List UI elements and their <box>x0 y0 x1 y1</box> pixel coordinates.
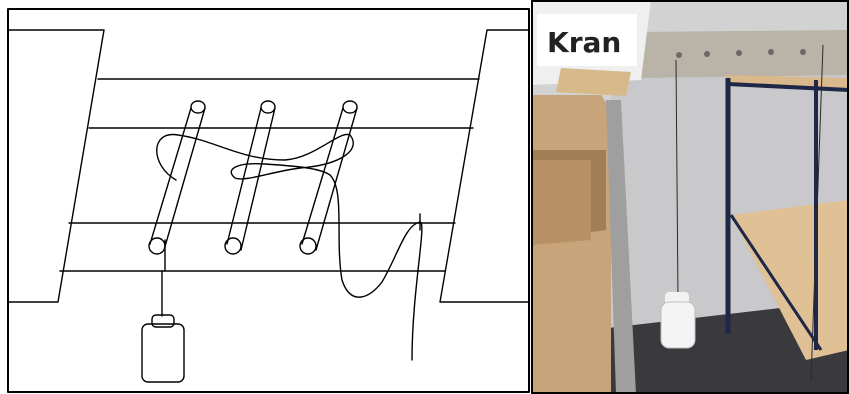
shelf-board <box>731 200 849 360</box>
cardboard-box <box>531 95 611 394</box>
right-support <box>439 29 530 303</box>
dowel-3 <box>299 100 358 255</box>
crane-sketch-diagram <box>7 8 530 393</box>
photo-string-right <box>810 44 824 381</box>
string-path <box>156 133 423 361</box>
dowel-2 <box>224 100 276 255</box>
photo-string-left <box>675 59 679 301</box>
kran-sign-label: Kran <box>547 26 622 59</box>
left-support <box>7 29 105 303</box>
dowel-1 <box>148 100 206 255</box>
wooden-beam <box>636 30 849 78</box>
weight-bottle <box>141 314 185 383</box>
crane-sketch-svg <box>7 8 530 393</box>
sketch-frame <box>7 8 530 393</box>
photo-scene-svg <box>531 0 849 394</box>
kran-sign <box>537 14 637 66</box>
photo-bottle-weight <box>660 292 696 349</box>
crane-photo: Kran <box>531 0 849 394</box>
